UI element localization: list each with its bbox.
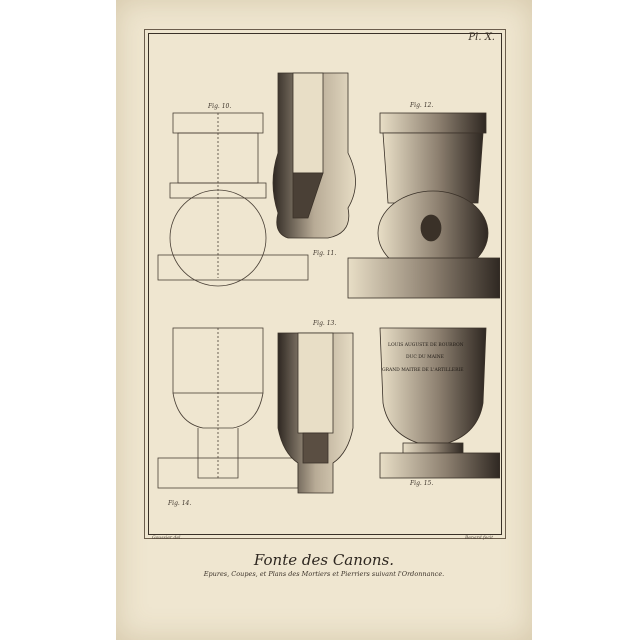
fig-12-label: Fig. 12. [409, 102, 433, 109]
inscription-line-1: LOUIS AUGUSTE DE BOURBON [388, 342, 464, 348]
fig-15-label: Fig. 15. [409, 480, 433, 487]
inscription-line-3: GRAND MAITRE DE L'ARTILLERIE [382, 367, 464, 373]
credit-draftsman: Goussier del. [152, 536, 182, 541]
figure-12-drawing [347, 112, 500, 299]
figure-15-drawing [379, 327, 500, 479]
figure-13-drawing [157, 327, 299, 489]
plate-border: Pl. X. [144, 29, 506, 539]
figure-10-drawing [157, 112, 309, 287]
plate-number: Pl. X. [468, 32, 495, 43]
figure-14-drawing [277, 332, 354, 494]
mortar-inscriptions: LOUIS AUGUSTE DE BOURBON DUC DU MAINE GR… [382, 342, 464, 373]
fig-13-label: Fig. 14. [167, 500, 191, 507]
plate-title: Fonte des Canons. [253, 551, 395, 569]
plate-subtitle: Epures, Coupes, et Plans des Mortiers et… [203, 570, 445, 578]
fig-14-label: Fig. 13. [312, 320, 336, 327]
figure-11-drawing [272, 72, 356, 239]
fig-11-label: Fig. 11. [312, 250, 336, 257]
engraving-figures: Fig. 10. Fig. 11. Fig. 12. Fig. 14. Fig.… [157, 72, 500, 507]
fig-10-label: Fig. 10. [207, 103, 231, 110]
credit-engraver: Benard fecit [465, 536, 494, 541]
inscription-line-2: DUC DU MAINE [406, 354, 444, 360]
